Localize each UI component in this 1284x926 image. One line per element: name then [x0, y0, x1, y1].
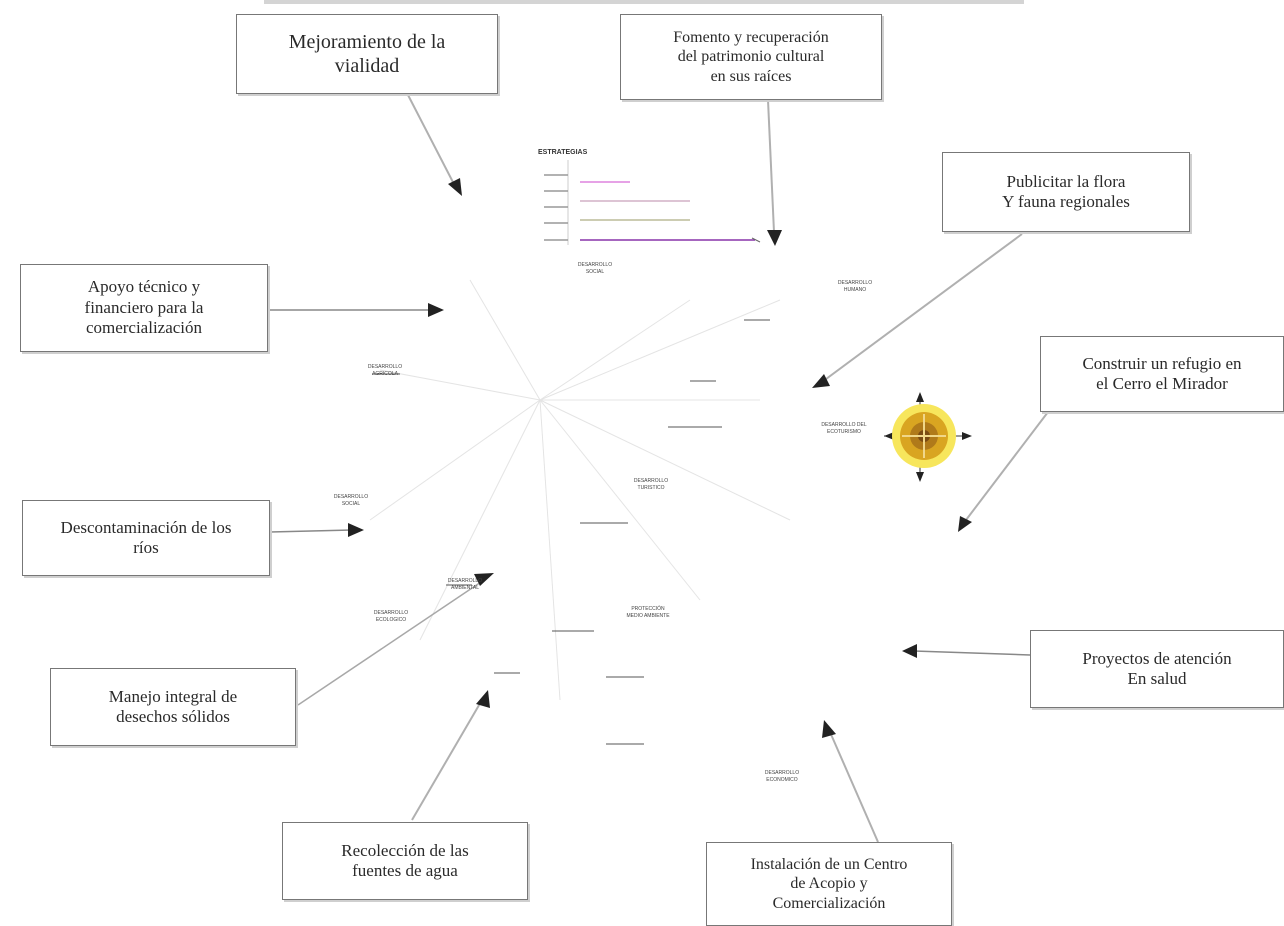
label-center-b: DESARROLLO AMBIENTAL	[447, 578, 483, 591]
label-center-lower: PROTECCIÓN MEDIO AMBIENTE	[626, 606, 670, 619]
box-desechos: Manejo integral de desechos sólidos	[50, 668, 296, 746]
box-descontaminacion: Descontaminación de los ríos	[22, 500, 270, 576]
box-acopio: Instalación de un Centro de Acopio y Com…	[706, 842, 952, 926]
arrows	[268, 94, 1049, 843]
arrowhead-icon	[448, 178, 462, 196]
box-salud: Proyectos de atención En salud	[1030, 630, 1284, 708]
arrow-descontaminacion	[269, 529, 353, 533]
box-patrimonio: Fomento y recuperación del patrimonio cu…	[620, 14, 882, 100]
arrowhead-icon	[767, 230, 782, 246]
label-center-a: DESARROLLO SOCIAL	[577, 262, 613, 275]
label-left-mid: DESARROLLO AGRICOLA	[367, 364, 403, 377]
arrowhead-icon	[474, 573, 494, 586]
arrowhead-icon	[476, 690, 490, 708]
label-center-mid: DESARROLLO TURISTICO	[633, 478, 669, 491]
small-dashes	[372, 319, 770, 745]
arrow-agua	[411, 699, 483, 821]
arrowhead-icon	[812, 374, 830, 388]
strategies-header: ESTRATEGIAS	[538, 149, 588, 156]
arrow-desechos	[297, 579, 485, 706]
arrowhead-icon	[958, 516, 972, 532]
box-flora: Publicitar la flora Y fauna regionales	[942, 152, 1190, 232]
label-bottom-center: DESARROLLO ECONOMICO	[764, 770, 800, 783]
header-strip	[264, 0, 1024, 4]
arrowhead-icon	[428, 303, 444, 317]
arrow-refugio	[965, 411, 1049, 521]
label-focus: DESARROLLO DEL ECOTURISMO	[821, 422, 867, 435]
arrowhead-icon	[348, 523, 364, 537]
fan-lines	[369, 279, 791, 701]
compass-icon	[884, 392, 972, 482]
strategies-list: ESTRATEGIAS	[538, 149, 761, 245]
label-left-small: DESARROLLO SOCIAL	[333, 494, 369, 507]
arrowhead-icon	[822, 720, 836, 738]
box-refugio: Construir un refugio en el Cerro el Mira…	[1040, 336, 1284, 412]
label-left-lower: DESARROLLO ECOLOGICO	[373, 610, 409, 623]
box-vialidad: Mejoramiento de la vialidad	[236, 14, 498, 94]
box-apoyo: Apoyo técnico y financiero para la comer…	[20, 264, 268, 352]
label-right-top: DESARROLLO HUMANO	[837, 280, 873, 293]
arrow-acopio	[829, 731, 879, 843]
box-agua: Recolección de las fuentes de agua	[282, 822, 528, 900]
arrow-flora	[821, 233, 1023, 383]
arrowhead-icon	[902, 644, 917, 658]
arrow-salud	[913, 650, 1031, 656]
arrow-patrimonio	[767, 99, 775, 233]
arrow-vialidad	[407, 94, 457, 189]
